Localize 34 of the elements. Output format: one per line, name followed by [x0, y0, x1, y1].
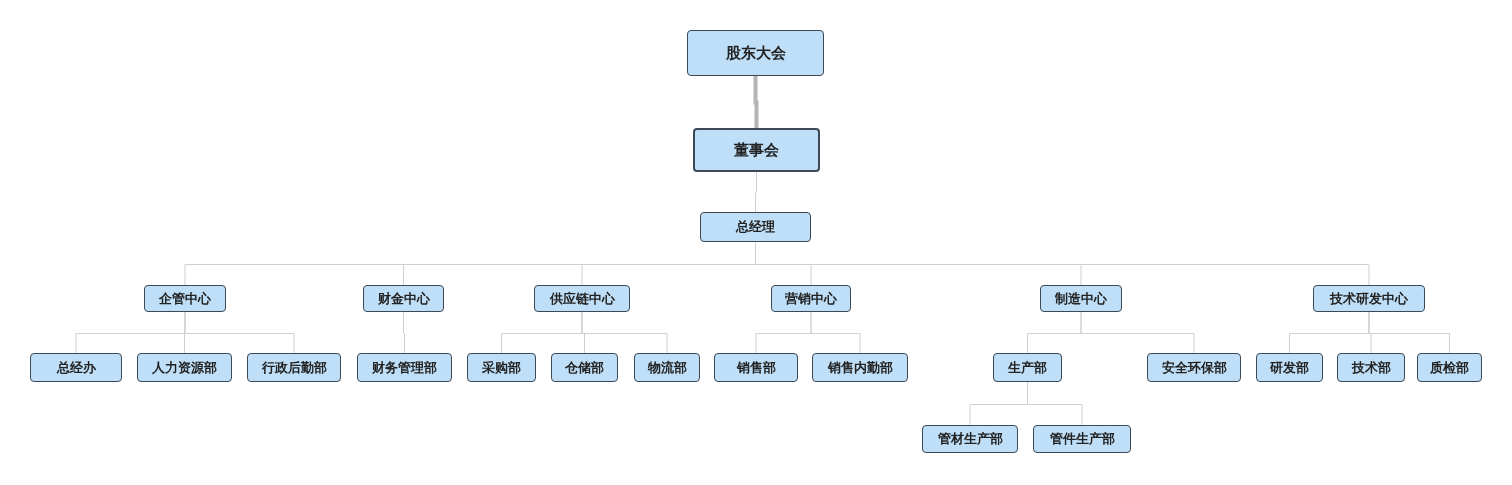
org-box: 供应链中心 [534, 285, 630, 312]
org-box: 总经理 [700, 212, 811, 242]
org-box: 总经办 [30, 353, 122, 382]
org-box: 技术部 [1337, 353, 1405, 382]
connector-line [753, 76, 759, 128]
org-box: 质检部 [1417, 353, 1482, 382]
org-box: 采购部 [467, 353, 536, 382]
org-box: 销售部 [714, 353, 798, 382]
org-box: 研发部 [1256, 353, 1323, 382]
org-box: 企管中心 [144, 285, 226, 312]
connector-line [184, 311, 295, 354]
org-box: 财金中心 [363, 285, 444, 312]
connector-line [1080, 311, 1195, 354]
org-box: 营销中心 [771, 285, 851, 312]
org-box: 制造中心 [1040, 285, 1122, 312]
org-box: 生产部 [993, 353, 1062, 382]
org-box: 股东大会 [687, 30, 824, 76]
connector-line [403, 311, 405, 354]
connector-line [810, 311, 861, 354]
org-box: 人力资源部 [137, 353, 232, 382]
org-box: 安全环保部 [1147, 353, 1241, 382]
connector-line [581, 311, 668, 354]
org-box: 技术研发中心 [1313, 285, 1425, 312]
connector-line [1027, 381, 1083, 426]
org-box: 物流部 [634, 353, 700, 382]
org-box: 财务管理部 [357, 353, 452, 382]
org-box: 销售内勤部 [812, 353, 908, 382]
connector-line [755, 171, 757, 213]
connector-line [1368, 311, 1450, 354]
org-box: 董事会 [693, 128, 820, 172]
org-box: 行政后勤部 [247, 353, 341, 382]
org-box: 仓储部 [551, 353, 618, 382]
org-box: 管材生产部 [922, 425, 1018, 453]
org-box: 管件生产部 [1033, 425, 1131, 453]
